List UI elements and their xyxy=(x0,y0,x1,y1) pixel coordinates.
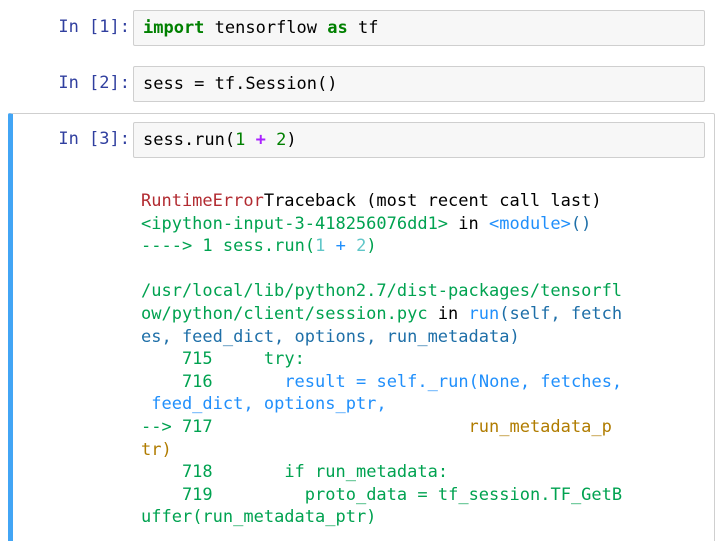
traceback-token: --> 717 xyxy=(141,416,213,437)
traceback-token: <module> xyxy=(489,213,571,234)
traceback-token: uffer xyxy=(141,507,193,528)
traceback-token: proto_data xyxy=(304,484,418,505)
traceback-token: Traceback (most recent call last) xyxy=(263,191,602,211)
cell-prompt: In [2]: xyxy=(58,73,130,93)
traceback-token xyxy=(325,236,335,256)
traceback-token: ) xyxy=(366,236,377,257)
traceback-line: ow/python/client/session.pyc in run(self… xyxy=(141,303,706,326)
code-token: sess.run( xyxy=(143,130,236,150)
traceback-line: feed_dict, options_ptr, xyxy=(141,393,706,416)
traceback-token: . xyxy=(540,484,551,505)
code-token: 1 xyxy=(235,130,246,150)
code-token xyxy=(245,130,255,150)
code-cell-1[interactable]: In [1]: import tensorflow as tf xyxy=(0,8,720,48)
cell-output-traceback: RuntimeErrorTraceback (most recent call … xyxy=(141,190,706,529)
traceback-token: try xyxy=(263,349,295,370)
code-cell-3[interactable]: In [3]: sess.run(1 + 2) xyxy=(0,120,720,160)
traceback-line: 718 if run_metadata: xyxy=(141,461,706,484)
traceback-token: self xyxy=(366,371,418,392)
traceback-token: tr) xyxy=(141,439,172,460)
code-input[interactable]: import tensorflow as tf xyxy=(133,10,705,46)
traceback-token xyxy=(213,349,264,369)
traceback-token: . xyxy=(263,236,275,257)
traceback-token: TF_GetB xyxy=(550,484,623,505)
code-input[interactable]: sess = tf.Session() xyxy=(133,66,705,102)
traceback-token xyxy=(213,417,469,437)
traceback-line: RuntimeErrorTraceback (most recent call … xyxy=(141,190,706,213)
code-token: tf xyxy=(347,18,379,38)
code-input[interactable]: sess.run(1 + 2) xyxy=(133,122,705,158)
traceback-line: ----> 1 sess.run(1 + 2) xyxy=(141,235,706,258)
traceback-token: 2 xyxy=(356,236,367,257)
traceback-line: 719 proto_data = tf_session.TF_GetB xyxy=(141,484,706,507)
code-token: tensorflow xyxy=(204,18,328,38)
code-cell-2[interactable]: In [2]: sess = tf.Session() xyxy=(0,64,720,104)
traceback-token xyxy=(213,372,285,392)
traceback-token: in xyxy=(448,213,489,234)
traceback-token: None xyxy=(478,371,520,392)
traceback-line: <ipython-input-3-418256076dd1> in <modul… xyxy=(141,213,706,236)
traceback-token: es, feed_dict, options, run_metadata) xyxy=(141,326,520,347)
traceback-token: , fetches, xyxy=(519,371,623,392)
traceback-token: in xyxy=(427,303,469,324)
traceback-token: ow/python/client/session.pyc xyxy=(141,303,428,324)
traceback-token: = xyxy=(417,484,428,505)
traceback-token: result xyxy=(284,371,356,392)
traceback-token: run_metadata xyxy=(304,462,438,483)
traceback-token: (run_metadata_ptr) xyxy=(192,507,377,528)
traceback-token: , options_ptr, xyxy=(243,394,387,415)
code-token: sess = tf.Session() xyxy=(143,74,338,94)
traceback-token xyxy=(346,236,356,256)
traceback-line xyxy=(141,258,706,281)
traceback-token: run_metadata_p xyxy=(468,416,612,437)
traceback-token: <ipython-input-3-418256076dd1> xyxy=(141,213,449,234)
traceback-token: : xyxy=(294,349,305,370)
traceback-line: 715 try: xyxy=(141,348,706,371)
traceback-token: feed_dict xyxy=(141,394,244,415)
traceback-line: /usr/local/lib/python2.7/dist-packages/t… xyxy=(141,280,706,303)
traceback-token: : xyxy=(437,462,449,483)
code-token: import xyxy=(143,18,205,38)
traceback-token: RuntimeError xyxy=(141,191,264,211)
traceback-token: run xyxy=(468,303,500,324)
traceback-token: ( xyxy=(468,371,479,392)
traceback-line: --> 717 run_metadata_p xyxy=(141,416,706,439)
traceback-token: _run xyxy=(427,371,469,392)
traceback-token: 719 xyxy=(141,484,213,505)
traceback-token: + xyxy=(335,236,346,257)
code-token: as xyxy=(327,18,348,38)
traceback-token xyxy=(213,462,285,482)
code-token: + xyxy=(255,130,266,150)
traceback-token: 715 xyxy=(141,349,213,370)
code-token xyxy=(266,130,276,150)
traceback-line: uffer(run_metadata_ptr) xyxy=(141,506,706,529)
traceback-line: tr) xyxy=(141,439,706,462)
traceback-token: 716 xyxy=(141,371,213,392)
traceback-token: 718 xyxy=(141,462,213,483)
traceback-token: ----> 1 xyxy=(141,236,223,257)
code-token: 2 xyxy=(276,130,287,150)
traceback-token: sess xyxy=(222,236,264,257)
traceback-token: . xyxy=(417,371,428,392)
traceback-token: run xyxy=(274,236,305,257)
traceback-token xyxy=(213,485,305,505)
traceback-token: /usr/local/lib/python2.7/dist-packages/t… xyxy=(141,281,623,302)
traceback-token: tf_session xyxy=(427,484,541,505)
code-token: ) xyxy=(286,130,297,150)
traceback-token: = xyxy=(355,371,367,392)
traceback-token: 1 xyxy=(315,236,326,257)
traceback-token: if xyxy=(284,462,305,483)
selected-cell-border xyxy=(8,113,715,541)
traceback-line: es, feed_dict, options, run_metadata) xyxy=(141,326,706,349)
traceback-line: 716 result = self._run(None, fetches, xyxy=(141,371,706,394)
traceback-token: (self, fetch xyxy=(499,303,623,324)
cell-prompt: In [1]: xyxy=(58,17,130,37)
traceback-token: () xyxy=(570,213,592,234)
cell-prompt: In [3]: xyxy=(58,129,130,149)
traceback-token: ( xyxy=(304,236,316,257)
